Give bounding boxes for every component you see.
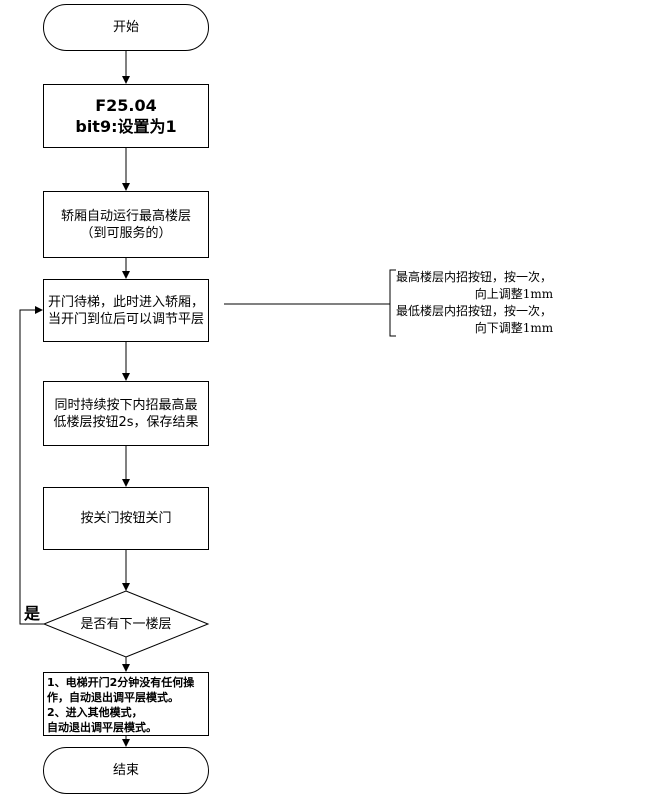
end-terminal: 结束 <box>43 747 209 794</box>
hold-buttons-text: 同时持续按下内招最高最低楼层按钮2s，保存结果 <box>53 397 199 430</box>
run-top-floor-box: 轿厢自动运行最高楼层（到可服务的） <box>43 191 209 258</box>
exit-note-box: 1、电梯开门2分钟没有任何操作，自动退出调平层模式。 2、进入其他模式， 自动退… <box>43 672 209 736</box>
hold-buttons-box: 同时持续按下内招最高最低楼层按钮2s，保存结果 <box>43 381 209 446</box>
annotation-line-1: 最高楼层内招按钮，按一次， <box>396 270 553 284</box>
param-setting: bit9:设置为1 <box>75 117 177 136</box>
decision-diamond <box>42 590 210 658</box>
close-door-box: 按关门按钮关门 <box>43 487 209 550</box>
annotation-line-2: 向上调整1mm <box>474 287 554 301</box>
end-label: 结束 <box>112 763 139 778</box>
annotation-line-3: 最低楼层内招按钮，按一次， <box>396 304 553 318</box>
param-box: F25.04 bit9:设置为1 <box>43 84 209 148</box>
param-code: F25.04 <box>95 96 157 115</box>
decision-text: 是否有下一楼层 <box>80 616 172 632</box>
annotation-line-4: 向下调整1mm <box>474 321 554 335</box>
yes-label: 是 <box>24 604 41 623</box>
wait-door-open-text: 开门待梯，此时进入轿厢， 当开门到位后可以调节平层 <box>48 294 205 327</box>
annotation-bracket <box>389 269 396 337</box>
wait-door-open-box: 开门待梯，此时进入轿厢， 当开门到位后可以调节平层 <box>43 279 209 342</box>
loop-yes-connector <box>19 306 46 625</box>
start-label: 开始 <box>112 20 139 35</box>
decision-label-wrap: 是否有下一楼层 <box>72 604 180 644</box>
start-terminal: 开始 <box>43 4 209 51</box>
annotation-text: 最高楼层内招按钮，按一次， 向上调整1mm 最低楼层内招按钮，按一次， 向下调整… <box>392 270 636 336</box>
exit-note-text: 1、电梯开门2分钟没有任何操作，自动退出调平层模式。 2、进入其他模式， 自动退… <box>47 676 195 734</box>
close-door-text: 按关门按钮关门 <box>80 511 172 526</box>
run-top-floor-text: 轿厢自动运行最高楼层（到可服务的） <box>60 208 191 241</box>
